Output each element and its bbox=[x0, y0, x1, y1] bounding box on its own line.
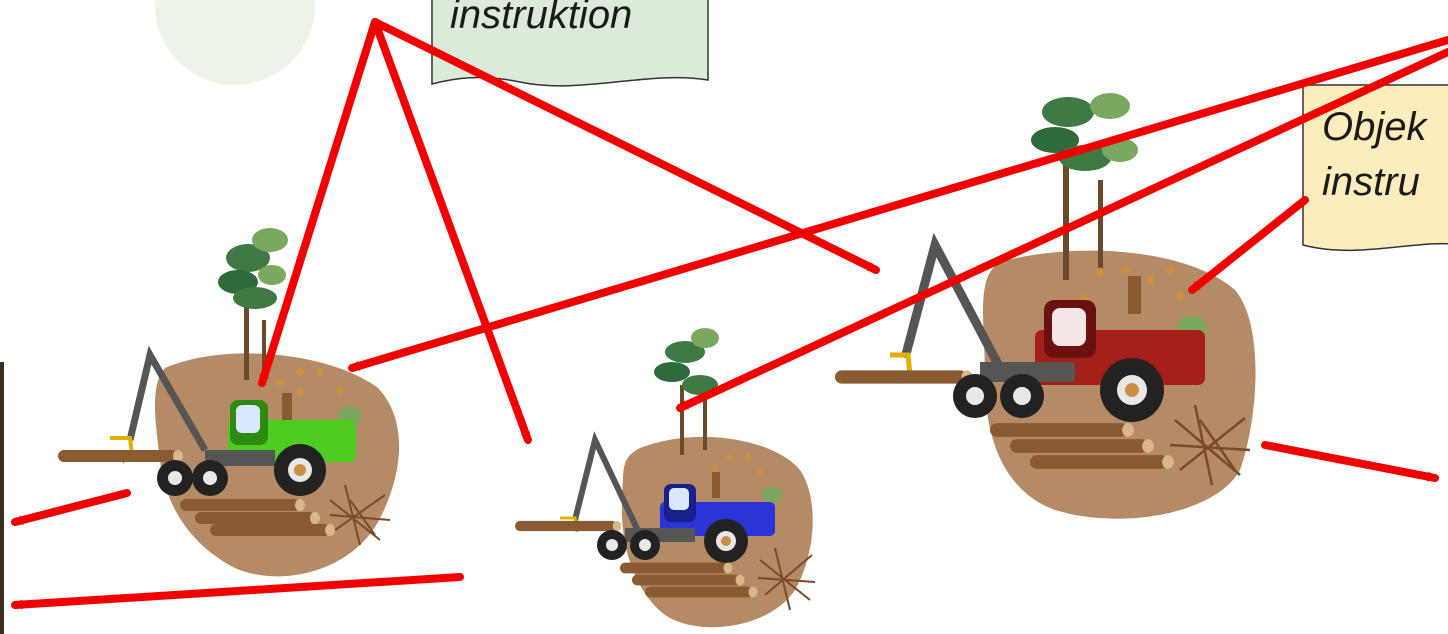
left-edge-strip bbox=[0, 362, 4, 634]
timber-log-grip-blue bbox=[515, 520, 622, 532]
arrow-green-note-to-red-scene bbox=[371, 18, 880, 274]
machine-body-green bbox=[205, 400, 356, 466]
yellow-note: Objek instru bbox=[1302, 84, 1448, 252]
arrow-yellow-note-to-blue-scene bbox=[676, 48, 1448, 412]
wheels-blue bbox=[597, 519, 748, 563]
timber-log-grip-red bbox=[835, 370, 973, 384]
machine-body-red bbox=[980, 300, 1205, 385]
harvester-scene-blue bbox=[515, 328, 816, 628]
timber-log-grip-green bbox=[58, 450, 183, 462]
crane-blue bbox=[572, 431, 643, 537]
wheels-green bbox=[157, 444, 326, 496]
harvester-scene-red bbox=[835, 93, 1256, 519]
yellow-note-line1: Objek bbox=[1322, 105, 1428, 149]
crane-red bbox=[900, 232, 1004, 371]
arrow-green-note-to-blue-scene bbox=[371, 18, 532, 444]
wheels-red bbox=[953, 358, 1164, 422]
arrow-yellow-note-to-red-scene bbox=[1188, 196, 1309, 294]
pine-tree-blue bbox=[654, 328, 719, 455]
brush-pile-blue bbox=[757, 547, 816, 611]
green-note-text: instruktion bbox=[450, 0, 632, 37]
background-circle bbox=[155, 0, 315, 85]
arrow-green-note-to-green-machine bbox=[258, 18, 379, 387]
pine-tree-green bbox=[218, 228, 288, 380]
arrow-green-scene-out bbox=[11, 489, 131, 526]
stumps-blue bbox=[711, 454, 764, 476]
green-note: instruktion bbox=[431, 0, 709, 87]
crane-green bbox=[126, 345, 209, 452]
brush-pile-red bbox=[1169, 404, 1251, 486]
stumps-green bbox=[276, 368, 344, 396]
arrow-yellow-note-to-green-scene bbox=[348, 36, 1448, 372]
brush-pile-green bbox=[329, 484, 391, 546]
arrows bbox=[11, 18, 1448, 610]
arrow-red-scene-out bbox=[1261, 441, 1439, 482]
yellow-note-line2: instru bbox=[1322, 160, 1420, 204]
arrow-blue-scene-out bbox=[11, 573, 464, 610]
harvester-scene-green bbox=[58, 228, 400, 577]
